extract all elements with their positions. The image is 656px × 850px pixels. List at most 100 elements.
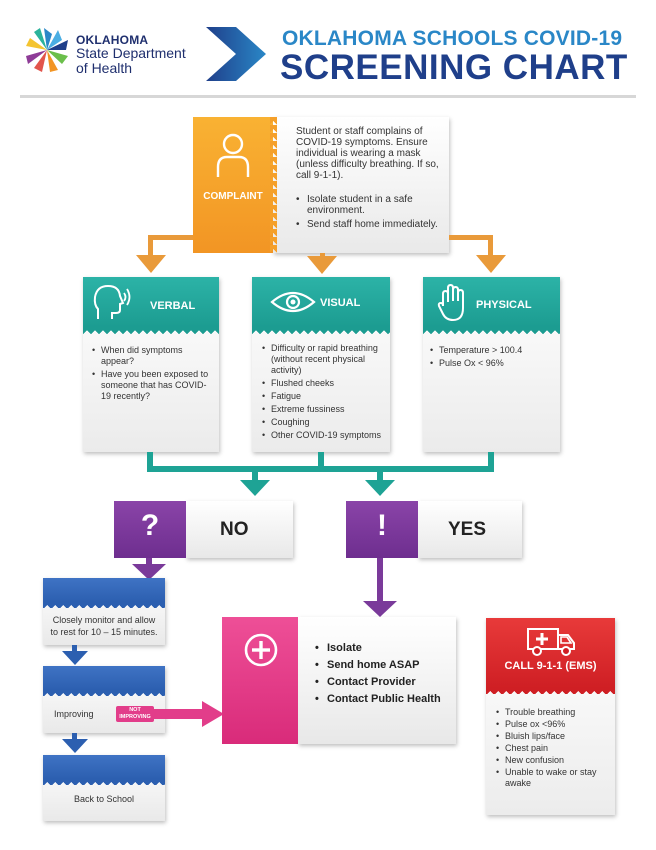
connector-line [147,466,494,472]
question-mark-icon: ? [140,509,160,542]
list-item: Fatigue [262,391,386,402]
connector-line [449,235,491,240]
actions-list: Isolate Send home ASAP Contact Provider … [315,642,450,710]
monitor-step-header [43,755,165,779]
header-divider [20,95,636,98]
arrow-down-icon [363,601,397,617]
back-to-school-label: Back to School [73,794,135,804]
list-item: Pulse ox <96% [496,719,611,730]
connector-line [488,235,493,257]
connector-line [146,558,152,566]
ems-title: CALL 9-1-1 (EMS) [504,660,597,672]
chevron-arrow-icon [206,27,266,81]
card-zigzag-edge [83,327,219,334]
arrow-down-icon [62,739,88,753]
arrow-down-icon [307,256,337,274]
card-zigzag-edge [43,690,165,696]
no-symbol-box [114,501,186,558]
list-item: When did symptoms appear? [92,345,214,367]
physical-list: Temperature > 100.4 Pulse Ox < 96% [430,345,554,371]
list-item: Flushed cheeks [262,378,386,389]
arrow-down-icon [240,480,270,496]
verbal-title: VERBAL [150,300,196,312]
yes-decision-box [418,501,522,558]
connector-line [252,466,258,482]
physical-title: PHYSICAL [476,299,532,311]
complaint-description: Student or staff complains of COVID-19 s… [296,126,439,181]
ems-symptoms-list: Trouble breathing Pulse ox <96% Bluish l… [496,707,611,790]
page-title: SCREENING CHART [280,48,628,87]
card-zigzag-edge [43,602,165,608]
list-item: Send staff home immediately. [296,219,446,230]
list-item: Unable to wake or stay awake [496,767,611,789]
person-icon [216,133,250,177]
list-item: Extreme fussiness [262,404,386,415]
list-item: Isolate [315,642,450,655]
arrow-right-icon [202,701,224,727]
list-item: Send home ASAP [315,659,450,672]
list-item: Other COVID-19 symptoms [262,430,386,441]
visual-card-header [252,277,390,327]
exclamation-icon: ! [377,509,387,542]
connector-line [150,235,193,240]
connector-line [147,452,153,472]
list-item: Trouble breathing [496,707,611,718]
yes-label: YES [448,519,487,540]
arrow-down-icon [132,564,166,580]
list-item: New confusion [496,755,611,766]
monitor-step-header [43,578,165,602]
list-item: Difficulty or rapid breathing (without r… [262,343,386,376]
complaint-box [193,117,273,253]
connector-line [488,452,494,472]
card-zigzag-edge [423,327,560,334]
complaint-label: COMPLAINT [203,191,263,202]
logo-org-line2: State Department [76,45,186,61]
list-item: Chest pain [496,743,611,754]
no-decision-box [186,501,293,558]
connector-line [154,709,204,719]
eye-icon [270,291,316,313]
list-item: Coughing [262,417,386,428]
arrow-down-icon [476,255,506,273]
monitor-step-text: Closely monitor and allow to rest for 10… [50,615,158,637]
complaint-text-box [273,117,449,253]
speaking-head-icon [93,284,131,319]
logo-org-line3: of Health [76,60,133,76]
list-item: Isolate student in a safe environment. [296,194,446,216]
connector-line [72,645,77,653]
complaint-actions-list: Isolate student in a safe environment. S… [296,194,446,233]
connector-line [320,253,325,258]
arrow-down-icon [136,255,166,273]
visual-list: Difficulty or rapid breathing (without r… [262,343,386,443]
list-item: Temperature > 100.4 [430,345,554,356]
visual-title: VISUAL [320,297,361,309]
complaint-zigzag-edge [270,117,277,253]
list-item: Pulse Ox < 96% [430,358,554,369]
monitor-step-header [43,666,165,690]
list-item: Bluish lips/face [496,731,611,742]
list-item: Contact Public Health [315,693,450,706]
page-title-line1: OKLAHOMA SCHOOLS COVID-19 [282,27,623,50]
plus-circle-icon [244,633,278,667]
ambulance-icon [527,628,575,656]
osdh-logo-icon [26,28,68,72]
list-item: Have you been exposed to someone that ha… [92,369,214,402]
card-zigzag-edge [43,779,165,785]
not-improving-label: NOT IMPROVING [119,707,151,720]
verbal-list: When did symptoms appear? Have you been … [92,345,214,404]
connector-line [148,235,153,257]
not-improving-badge [116,706,154,722]
card-zigzag-edge [252,327,390,334]
connector-line [377,558,383,603]
hand-icon [437,283,464,322]
connector-line [72,733,77,741]
improving-label: Improving [54,709,94,719]
yes-symbol-box [346,501,418,558]
no-label: NO [220,519,249,540]
arrow-down-icon [62,651,88,665]
logo-org-name: OKLAHOMA [76,33,149,47]
card-zigzag-edge [486,688,615,694]
connector-line [318,452,324,472]
arrow-down-icon [365,480,395,496]
actions-icon-box [222,617,298,744]
